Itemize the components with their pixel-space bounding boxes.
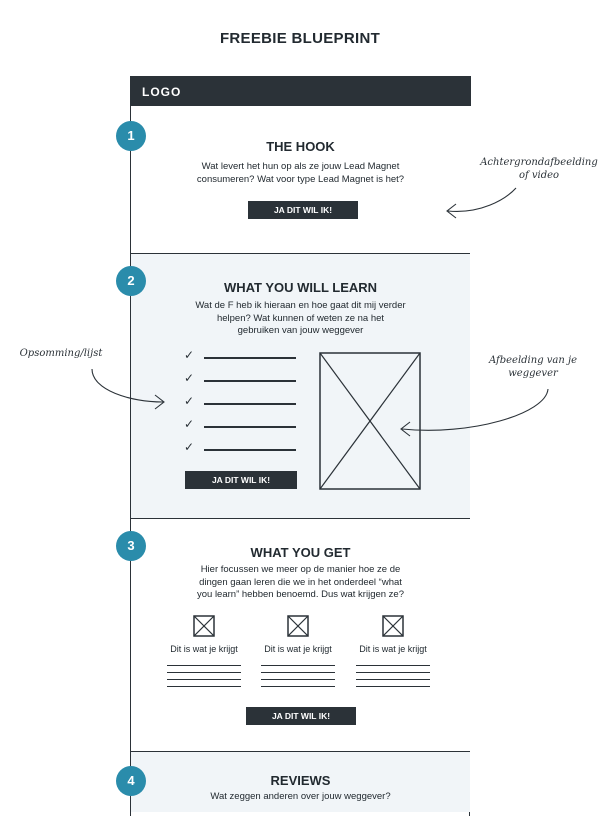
section-text: Wat de F heb ik hieraan en hoe gaat dit … xyxy=(195,300,406,336)
page-title: FREEBIE BLUEPRINT xyxy=(219,30,381,47)
section-reviews: REVIEWS Wat zeggen anderen over jouw weg… xyxy=(131,752,470,812)
section-title: THE HOOK xyxy=(266,139,335,154)
list-item: ✓ xyxy=(184,440,299,457)
image-placeholder-icon xyxy=(382,615,404,637)
section-text: Hier focussen we meer op de manier hoe z… xyxy=(196,564,404,600)
image-placeholder-icon xyxy=(287,615,309,637)
feature-label: Dit is wat je krijgt xyxy=(264,644,332,654)
logo-label: LOGO xyxy=(142,85,182,99)
step-badge: 1 xyxy=(116,121,146,151)
list-item: ✓ xyxy=(184,417,299,434)
annotation-list: Opsomming/lijst xyxy=(19,348,103,359)
feature-label: Dit is wat je krijgt xyxy=(170,644,238,654)
image-placeholder-icon xyxy=(193,615,215,637)
checkmark-icon: ✓ xyxy=(184,394,195,408)
checkmark-icon: ✓ xyxy=(184,417,195,431)
step-badge: 2 xyxy=(116,266,146,296)
checkmark-icon: ✓ xyxy=(184,371,195,385)
logo-bar: LOGO xyxy=(130,76,471,106)
list-item: ✓ xyxy=(184,394,299,411)
section-title: WHAT YOU WILL LEARN xyxy=(223,280,378,295)
image-placeholder-icon xyxy=(319,352,421,490)
cta-button[interactable]: JA DIT WIL IK! xyxy=(246,707,356,725)
feature-label: Dit is wat je krijgt xyxy=(359,644,427,654)
list-item: ✓ xyxy=(184,348,299,365)
section-learn: WHAT YOU WILL LEARN Wat de F heb ik hier… xyxy=(131,254,470,519)
section-get: WHAT YOU GET Hier focussen we meer op de… xyxy=(131,519,470,752)
cta-button[interactable]: JA DIT WIL IK! xyxy=(185,471,297,489)
checkmark-icon: ✓ xyxy=(184,348,195,362)
checkmark-icon: ✓ xyxy=(184,440,195,454)
section-title: WHAT YOU GET xyxy=(250,545,351,560)
annotation-image: Afbeelding van je weggever xyxy=(488,355,578,379)
step-badge: 4 xyxy=(116,766,146,796)
annotation-background: Achtergrondafbeelding of video xyxy=(480,157,598,181)
section-hook: THE HOOK Wat levert het hun op als ze jo… xyxy=(131,106,470,254)
section-text: Wat zeggen anderen over jouw weggever? xyxy=(210,791,391,802)
cta-button[interactable]: JA DIT WIL IK! xyxy=(248,201,358,219)
list-item: ✓ xyxy=(184,371,299,388)
step-badge: 3 xyxy=(116,531,146,561)
section-text: Wat levert het hun op als ze jouw Lead M… xyxy=(196,161,405,185)
section-title: REVIEWS xyxy=(270,773,331,788)
